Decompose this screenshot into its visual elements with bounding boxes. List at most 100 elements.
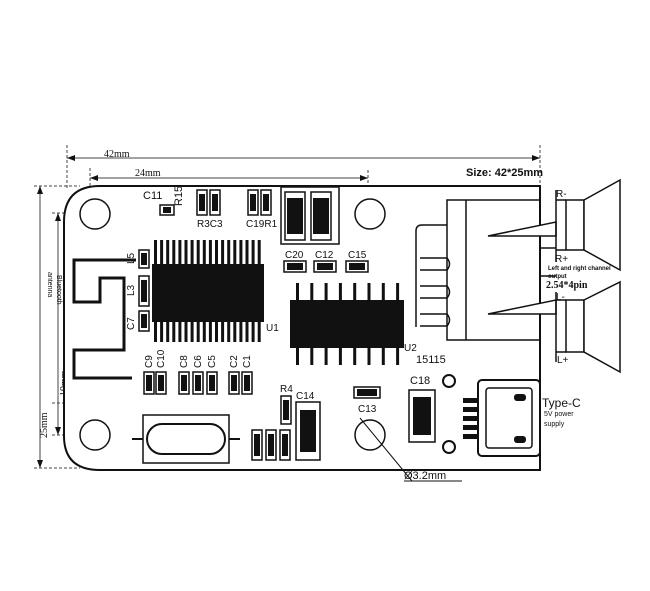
label-r15: R15 xyxy=(173,186,185,206)
label-u2: U2 xyxy=(404,343,417,354)
label-c20: C20 xyxy=(285,250,304,261)
chip-u2 xyxy=(290,300,404,348)
dimension-lines xyxy=(34,145,541,469)
hole-diameter-leader xyxy=(359,417,413,482)
power-label-line2: supply xyxy=(544,421,565,428)
u1-pin xyxy=(178,322,182,342)
label-c19r1: C19R1 xyxy=(246,219,278,230)
label-c8: C8 xyxy=(179,355,190,368)
u1-pin xyxy=(190,322,194,342)
u1-pin xyxy=(257,240,261,264)
u1-pin xyxy=(184,322,188,342)
u2-pin xyxy=(296,348,299,365)
label-c10: C10 xyxy=(156,349,167,368)
dim-hole-spacing: 24mm xyxy=(135,168,161,179)
u1-pin xyxy=(208,322,212,342)
u2-pin xyxy=(353,348,357,365)
u1-pin xyxy=(184,240,188,264)
cap-c18 xyxy=(408,389,436,443)
label-c9: C9 xyxy=(144,355,155,368)
mounting-hole-bottom-left xyxy=(79,419,111,451)
cap-c13 xyxy=(353,386,381,399)
pin-l-minus: L- xyxy=(556,292,565,303)
speaker-header xyxy=(415,199,557,341)
label-c12: C12 xyxy=(315,250,334,261)
u1-pin xyxy=(208,240,212,264)
size-label: Size: 42*25mm xyxy=(466,167,543,179)
mounting-hole-bottom-right xyxy=(354,419,386,451)
mounting-hole-top-left xyxy=(79,198,111,230)
u2-pins xyxy=(296,283,400,365)
hole-diameter-label: Ø3.2mm xyxy=(404,470,446,482)
u1-pin xyxy=(172,240,176,264)
u1-pin xyxy=(215,240,218,264)
type-c-label: Type-C xyxy=(542,396,581,410)
label-l3: L3 xyxy=(126,284,137,296)
type-c-connector xyxy=(463,379,541,457)
u1-pin xyxy=(154,240,157,264)
u1-pin xyxy=(239,322,243,342)
u1-pin xyxy=(166,240,170,264)
u1-pin xyxy=(221,240,225,264)
power-label-line1: 5V power xyxy=(544,411,574,418)
u1-pin xyxy=(166,322,170,342)
u1-pin xyxy=(245,240,249,264)
u1-pin xyxy=(257,322,261,342)
label-r4: R4 xyxy=(280,384,293,395)
chip-marking: 15115 xyxy=(416,354,446,366)
u2-pin xyxy=(396,283,400,300)
label-l5: L5 xyxy=(126,252,137,264)
label-c18: C18 xyxy=(410,375,430,387)
u1-pin xyxy=(202,240,206,264)
u1-pin xyxy=(190,240,194,264)
u1-pins xyxy=(154,240,261,342)
u2-pin xyxy=(396,348,400,365)
u1-pin xyxy=(227,240,231,264)
u1-pin xyxy=(154,322,157,342)
u1-pin xyxy=(160,322,164,342)
u1-pin xyxy=(227,322,231,342)
label-c15: C15 xyxy=(348,250,367,261)
chip-u1 xyxy=(152,264,264,322)
u2-pin xyxy=(381,348,385,365)
label-c11: C11 xyxy=(143,190,162,202)
dim-height: 25mm xyxy=(39,412,50,438)
label-c13: C13 xyxy=(358,404,377,415)
u2-pin xyxy=(338,283,342,300)
u2-pin xyxy=(338,348,342,365)
label-c6: C6 xyxy=(193,355,204,368)
u1-pin xyxy=(202,322,206,342)
u1-pin xyxy=(196,322,200,342)
u1-pin xyxy=(239,240,243,264)
speaker-pins-label: 2.54*4pin xyxy=(546,280,588,291)
u2-pin xyxy=(353,283,357,300)
u1-pin xyxy=(172,322,176,342)
mounting-hole-top-right xyxy=(354,198,386,230)
crystal xyxy=(132,414,240,464)
u1-pin xyxy=(233,240,237,264)
speaker-desc-line2: output xyxy=(548,274,567,280)
label-u1: U1 xyxy=(266,323,279,334)
label-c14: C14 xyxy=(296,391,315,402)
u2-pin xyxy=(310,348,314,365)
dim-length: 42mm xyxy=(104,149,130,160)
u2-pin xyxy=(381,283,385,300)
label-r3c3: R3C3 xyxy=(197,219,223,230)
u2-pin xyxy=(367,283,371,300)
u1-pin xyxy=(215,322,218,342)
pin-l-plus: L+ xyxy=(557,355,569,366)
bottom-cluster xyxy=(251,395,321,461)
u1-pin xyxy=(245,322,249,342)
cap-row xyxy=(143,371,253,395)
speaker-desc-line1: Left and right channel xyxy=(548,266,611,272)
u1-pin xyxy=(178,240,182,264)
u2-pin xyxy=(310,283,314,300)
speaker-left xyxy=(555,280,621,374)
left-passives xyxy=(138,249,150,332)
u2-pin xyxy=(296,283,299,300)
u1-pin xyxy=(251,322,255,342)
bluetooth-antenna-trace xyxy=(72,258,136,380)
speaker-right xyxy=(555,178,621,272)
label-c2: C2 xyxy=(229,355,240,368)
